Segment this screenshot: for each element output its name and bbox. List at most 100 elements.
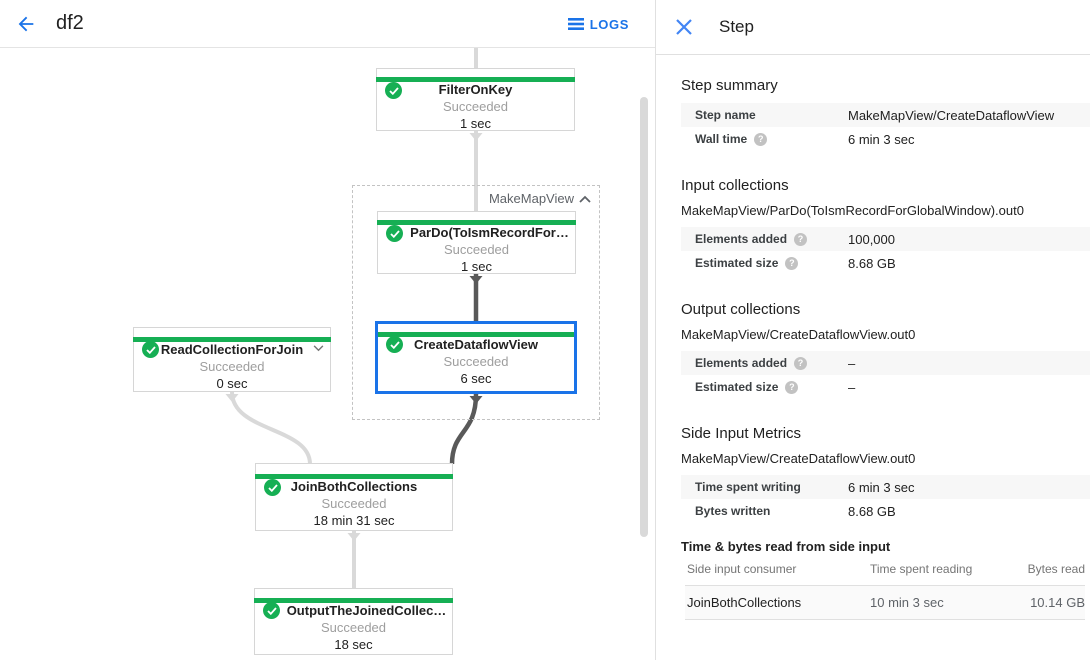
help-icon[interactable]: ? [785, 256, 799, 270]
stat-row: Time spent writing 6 min 3 sec [681, 475, 1090, 499]
node-status: Succeeded [443, 354, 509, 369]
close-panel-button[interactable] [674, 17, 694, 37]
help-icon[interactable]: ? [785, 380, 799, 394]
section-title-step-summary: Step summary [681, 77, 778, 94]
side-input-table: Side input consumer Time spent reading B… [685, 555, 1085, 620]
node-status-bar [377, 220, 576, 225]
stat-label: Bytes written [695, 504, 848, 518]
node-title: ReadCollectionForJoin [160, 342, 304, 357]
close-icon [676, 19, 692, 35]
node-status-bar [255, 474, 453, 479]
node-duration: 18 sec [334, 637, 373, 652]
node-status-bar [133, 337, 331, 342]
chevron-down-icon[interactable] [313, 339, 324, 357]
logs-button[interactable]: LOGS [567, 0, 629, 48]
bytes-read: 10.14 GB [1030, 595, 1085, 610]
stat-label: Wall time ? [695, 132, 848, 146]
stat-label: Elements added ? [695, 232, 848, 246]
section-title-input-collections: Input collections [681, 177, 789, 194]
help-icon[interactable]: ? [794, 232, 808, 246]
node-status: Succeeded [321, 496, 387, 511]
node-title: ParDo(ToIsmRecordFor… [410, 225, 569, 240]
stat-label-text: Time spent writing [695, 480, 801, 494]
node-duration: 1 sec [459, 116, 492, 131]
side-input-consumer: JoinBothCollections [687, 595, 802, 610]
stat-value: MakeMapView/CreateDataflowView [848, 107, 1055, 123]
check-circle-icon [386, 225, 403, 242]
node-duration: 0 sec [216, 376, 248, 391]
column-header: Bytes read [1027, 562, 1085, 576]
stat-label: Estimated size ? [695, 256, 848, 270]
node-status: Succeeded [199, 359, 265, 374]
group-makemapview-toggle[interactable]: MakeMapView [489, 191, 591, 206]
node-status-bar [376, 77, 575, 82]
graph-canvas[interactable]: MakeMapView FilterOnKey Succeeded 1 sec [0, 48, 655, 660]
node-status-bar [378, 332, 574, 337]
node-status: Succeeded [443, 242, 510, 257]
check-circle-icon [386, 336, 403, 353]
stat-value: – [848, 379, 856, 395]
collection-name: MakeMapView/CreateDataflowView.out0 [681, 451, 916, 466]
node-status-bar [254, 598, 453, 603]
graph-edges [225, 48, 483, 589]
stat-label-text: Elements added [695, 232, 788, 246]
node-duration: 18 min 31 sec [313, 513, 395, 528]
stat-label-text: Step name [695, 108, 756, 122]
job-title: df2 [56, 12, 84, 34]
stat-label-text: Elements added [695, 356, 788, 370]
check-circle-icon [263, 602, 280, 619]
collection-name: MakeMapView/CreateDataflowView.out0 [681, 327, 916, 342]
stat-value: 6 min 3 sec [848, 479, 915, 495]
chevron-up-icon [579, 195, 591, 203]
graph-node-filteronkey[interactable]: FilterOnKey Succeeded 1 sec [376, 68, 575, 131]
check-circle-icon [142, 341, 159, 358]
time-spent-reading: 10 min 3 sec [870, 595, 944, 610]
graph-node-createdataflowview[interactable]: CreateDataflowView Succeeded 6 sec [375, 321, 577, 394]
stat-value: 8.68 GB [848, 255, 896, 271]
stat-value: – [848, 355, 856, 371]
column-header: Time spent reading [870, 562, 973, 576]
group-makemapview: MakeMapView [352, 185, 600, 420]
stat-value: 6 min 3 sec [848, 131, 915, 147]
node-duration: 1 sec [460, 259, 493, 274]
stat-row: Elements added ? 100,000 [681, 227, 1090, 251]
stat-label: Step name [695, 108, 848, 122]
node-status: Succeeded [442, 99, 509, 114]
logs-list-icon [567, 18, 584, 30]
section-title-output-collections: Output collections [681, 301, 801, 318]
graph-pane: df2 LOGS [0, 0, 656, 660]
stat-label-text: Bytes written [695, 504, 771, 518]
graph-node-outputthejoinedcollection[interactable]: OutputTheJoinedCollec… Succeeded 18 sec [254, 588, 453, 655]
stat-value: 100,000 [848, 231, 895, 247]
graph-node-joinbothcollections[interactable]: JoinBothCollections Succeeded 18 min 31 … [255, 463, 453, 531]
side-input-table-title: Time & bytes read from side input [681, 539, 891, 554]
stat-row: Wall time ? 6 min 3 sec [681, 127, 1090, 151]
check-circle-icon [264, 479, 281, 496]
stat-label: Time spent writing [695, 480, 848, 494]
node-status: Succeeded [320, 620, 387, 635]
table-header-row: Side input consumer Time spent reading B… [685, 555, 1085, 586]
collection-name: MakeMapView/ParDo(ToIsmRecordForGlobalWi… [681, 203, 1024, 218]
step-detail-panel: Step Step summary Step name MakeMapView/… [656, 0, 1090, 660]
section-title-side-input-metrics: Side Input Metrics [681, 425, 802, 442]
stat-label: Estimated size ? [695, 380, 848, 394]
help-icon[interactable]: ? [754, 132, 768, 146]
group-label: MakeMapView [488, 191, 574, 206]
stat-value: 8.68 GB [848, 503, 896, 519]
arrow-left-icon [18, 16, 34, 31]
help-icon[interactable]: ? [794, 356, 808, 370]
stat-label: Elements added ? [695, 356, 848, 370]
stat-label-text: Wall time [695, 132, 748, 146]
stat-label-text: Estimated size [695, 380, 779, 394]
stat-row: Estimated size ? – [681, 375, 1090, 399]
table-row: JoinBothCollections 10 min 3 sec 10.14 G… [685, 586, 1085, 620]
graph-scrollbar[interactable] [640, 97, 648, 537]
panel-title: Step [719, 17, 754, 36]
back-button[interactable] [6, 4, 46, 44]
node-title: FilterOnKey [438, 82, 513, 97]
logs-button-label: LOGS [589, 16, 629, 32]
graph-node-pardo-toismrecord[interactable]: ParDo(ToIsmRecordFor… Succeeded 1 sec [377, 211, 576, 274]
graph-node-readcollectionforjoin[interactable]: ReadCollectionForJoin Succeeded 0 sec [133, 327, 331, 392]
check-circle-icon [385, 82, 402, 99]
